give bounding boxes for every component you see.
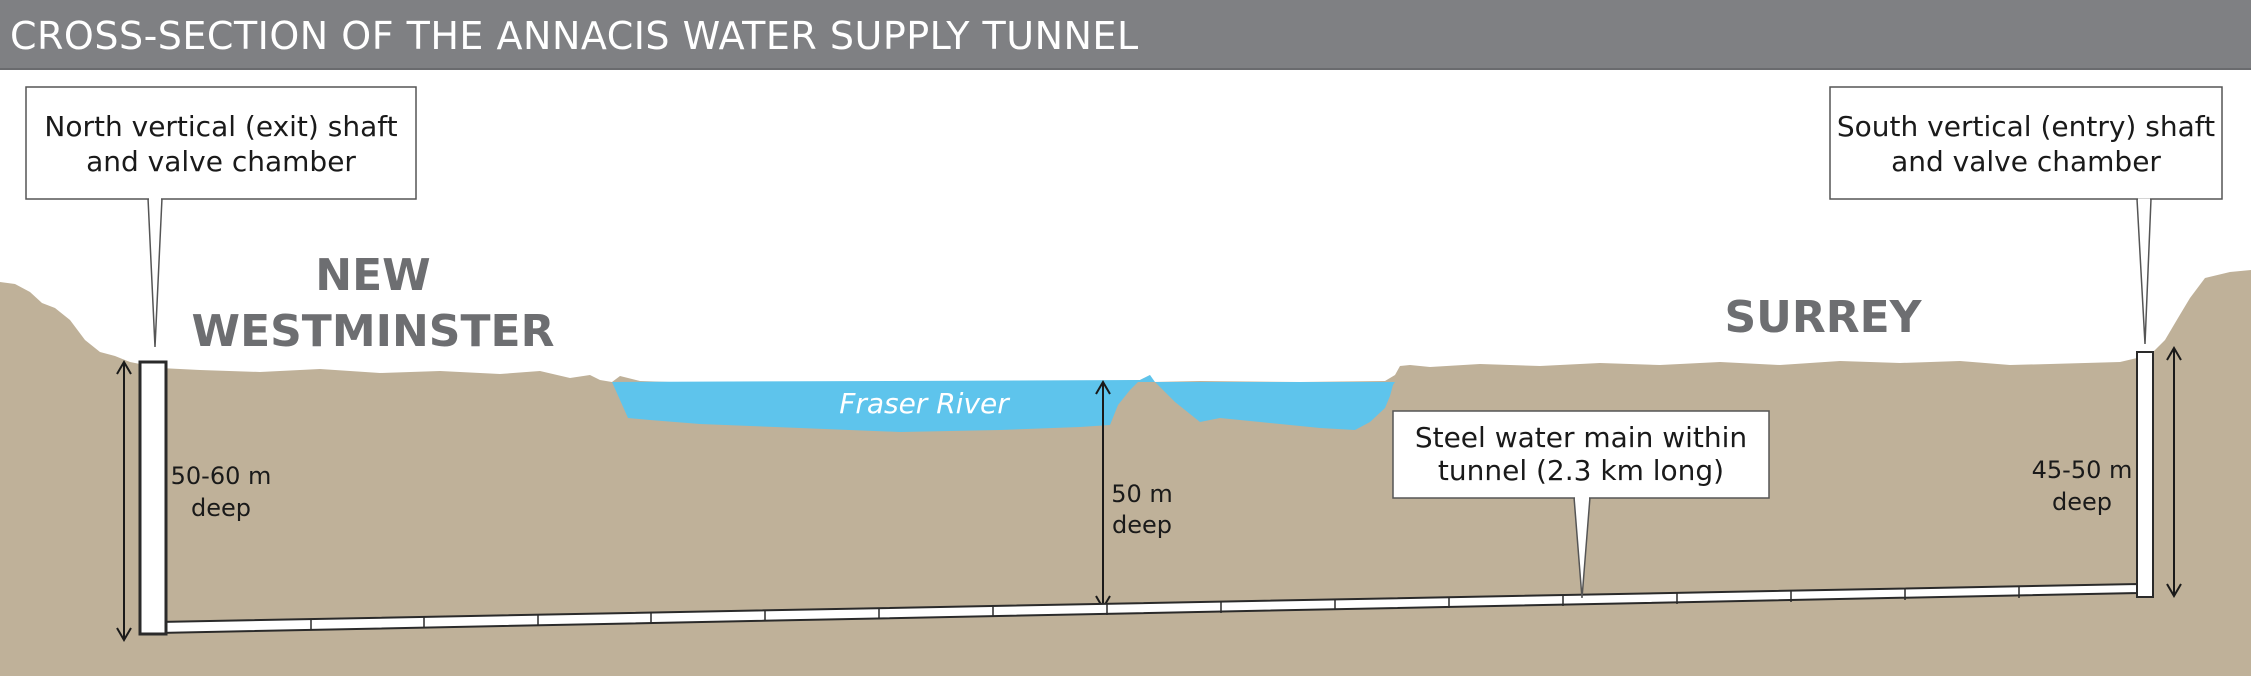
- depth-arrow-south: [2166, 346, 2182, 598]
- callout-north-shaft: North vertical (exit) shaft and valve ch…: [25, 86, 417, 348]
- depth-label-river-line2: deep: [1112, 511, 1172, 539]
- depth-label-river-line1: 50 m: [1111, 480, 1173, 508]
- depth-label-north-line1: 50-60 m: [171, 462, 272, 490]
- fraser-river-water: [612, 375, 1395, 432]
- ground-cross-section: [0, 270, 2251, 676]
- callout-north-shaft-line1: North vertical (exit) shaft: [44, 110, 397, 143]
- region-label-westminster: WESTMINSTER: [192, 306, 555, 357]
- callout-north-shaft-line2: and valve chamber: [86, 145, 356, 178]
- depth-label-south-line1: 45-50 m: [2032, 456, 2133, 484]
- title-bar: CROSS-SECTION OF THE ANNACIS WATER SUPPL…: [0, 0, 2251, 70]
- region-label-new: NEW: [315, 250, 430, 301]
- north-shaft: [138, 360, 168, 636]
- depth-arrow-north: [116, 360, 132, 642]
- callout-south-shaft-line1: South vertical (entry) shaft: [1837, 110, 2215, 143]
- page-title: CROSS-SECTION OF THE ANNACIS WATER SUPPL…: [10, 14, 1139, 58]
- callout-water-main-line1: Steel water main within: [1415, 421, 1747, 454]
- callout-south-shaft: South vertical (entry) shaft and valve c…: [1829, 86, 2223, 345]
- tunnel-segment-marks: [310, 587, 2020, 630]
- depth-label-south-line2: deep: [2052, 488, 2112, 516]
- depth-label-north-line2: deep: [191, 494, 251, 522]
- callout-water-main-line2: tunnel (2.3 km long): [1438, 454, 1724, 487]
- callout-water-main: Steel water main within tunnel (2.3 km l…: [1392, 410, 1770, 599]
- south-shaft: [2136, 351, 2154, 598]
- callout-south-shaft-line2: and valve chamber: [1891, 145, 2161, 178]
- river-label: Fraser River: [839, 387, 1010, 420]
- region-label-surrey: SURREY: [1724, 292, 1922, 343]
